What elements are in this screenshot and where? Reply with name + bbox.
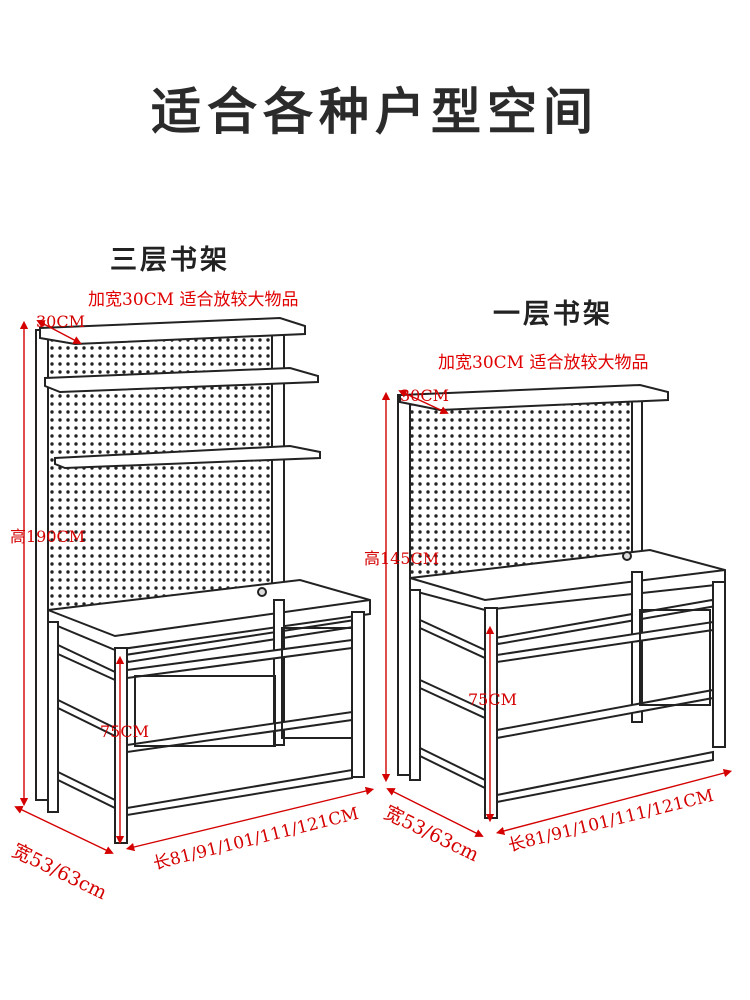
right-desk-height-label: 75CM bbox=[468, 690, 517, 709]
left-length-line bbox=[125, 786, 375, 852]
right-desk-drawing bbox=[397, 383, 726, 819]
right-unit-note: 加宽30CM 适合放较大物品 bbox=[438, 353, 649, 373]
right-height-label: 高145CM bbox=[364, 549, 440, 568]
right-width-line bbox=[386, 788, 484, 837]
left-shelf-2 bbox=[44, 366, 319, 394]
page-title: 适合各种户型空间 bbox=[151, 83, 599, 141]
right-dimension-lines bbox=[381, 389, 733, 837]
left-height-label: 高190CM bbox=[10, 527, 86, 546]
right-depth-line bbox=[398, 389, 449, 415]
left-shelf-3 bbox=[54, 444, 321, 470]
right-front-leg bbox=[484, 607, 498, 819]
right-unit-name: 一层书架 bbox=[493, 299, 613, 330]
left-desk-drawing bbox=[35, 316, 371, 844]
left-unit-name: 三层书架 bbox=[110, 245, 230, 276]
left-front-leg bbox=[114, 647, 128, 844]
left-desk-height-label: 75CM bbox=[100, 722, 149, 741]
left-dimension-lines bbox=[14, 320, 375, 854]
right-pegboard bbox=[409, 399, 636, 581]
left-unit-note: 加宽30CM 适合放较大物品 bbox=[88, 290, 299, 310]
right-shelf-depth-label: 30CM bbox=[400, 386, 449, 405]
left-rear-post bbox=[35, 329, 49, 801]
left-width-line bbox=[14, 806, 114, 854]
left-depth-line bbox=[36, 320, 82, 344]
left-shelf-depth-label: 30CM bbox=[36, 312, 85, 331]
right-rear-post bbox=[397, 394, 411, 776]
right-length-line bbox=[495, 769, 733, 835]
